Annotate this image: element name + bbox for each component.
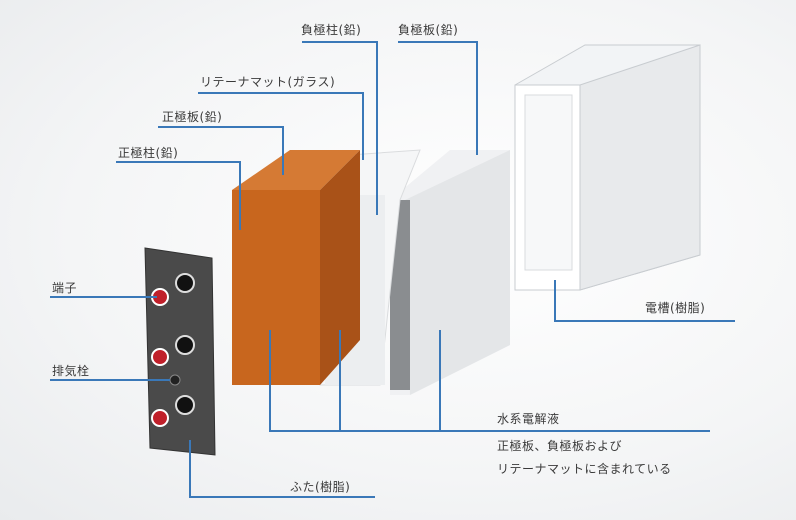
label-positive-plate: 正極板(鉛) (162, 110, 223, 124)
label-electrolyte-note-1: 正極板、負極板および (497, 439, 623, 453)
vent-plug-icon (169, 374, 181, 386)
label-terminal: 端子 (52, 281, 78, 295)
label-container: 電槽(樹脂) (645, 301, 706, 315)
positive-plate-block (232, 150, 360, 385)
label-lid: ふた(樹脂) (290, 480, 351, 494)
label-vent-plug: 排気栓 (52, 364, 90, 378)
label-negative-plate: 負極板(鉛) (398, 23, 459, 37)
label-retainer-mat: リテーナマット(ガラス) (200, 75, 336, 89)
negative-plate-block (390, 150, 510, 395)
label-positive-pole: 正極柱(鉛) (118, 146, 179, 160)
label-electrolyte-note-2: リテーナマットに含まれている (497, 462, 672, 476)
label-electrolyte: 水系電解液 (497, 412, 560, 426)
leader-lines (50, 41, 735, 498)
label-negative-pole: 負極柱(鉛) (301, 23, 362, 37)
lid (144, 247, 216, 456)
terminal-negative-icon (175, 273, 195, 293)
container-case (514, 44, 701, 291)
